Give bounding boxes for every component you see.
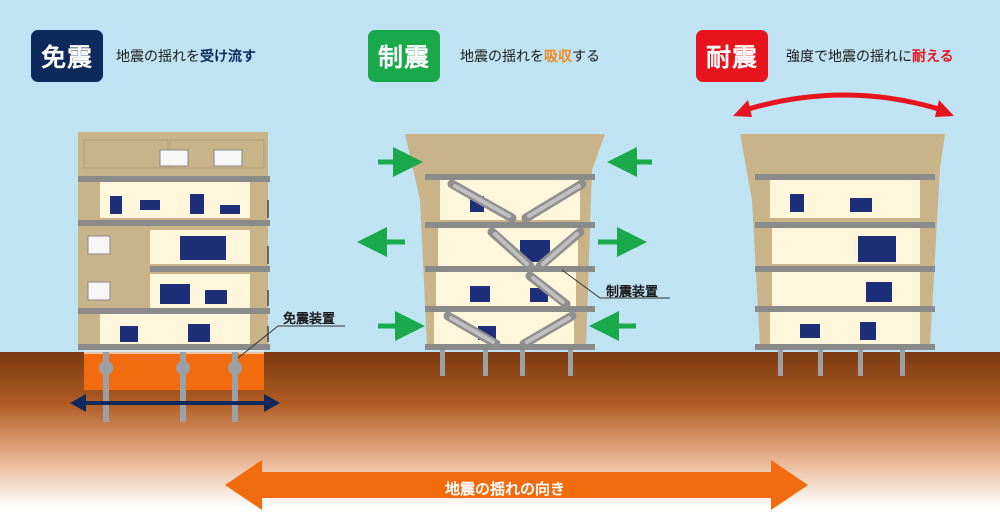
caption-taishin: 強度で地震の揺れに耐える (786, 46, 954, 66)
building-seishin (405, 134, 605, 376)
caption-taishin-pre: 強度で地震の揺れに (786, 49, 912, 65)
label-menshin-device: 免震装置 (283, 312, 336, 327)
sway-arrow-taishin (733, 92, 954, 117)
force-arrows-seishin (357, 147, 652, 341)
badge-seishin: 制震 (368, 30, 440, 82)
isolator-legs (99, 352, 242, 422)
earthquake-direction-arrow (225, 460, 808, 510)
callout-line-seishin (561, 269, 601, 299)
sway-arrow-menshin (70, 394, 280, 412)
badge-taishin: 耐震 (696, 30, 768, 82)
caption-seishin-post: する (572, 49, 600, 65)
caption-seishin-highlight: 吸収 (544, 49, 572, 65)
caption-menshin-pre: 地震の揺れを (116, 49, 200, 65)
label-seishin-device: 制震装置 (606, 285, 659, 300)
callout-line-menshin (237, 325, 279, 359)
building-menshin (78, 132, 270, 422)
badge-menshin: 免震 (31, 30, 103, 82)
caption-seishin: 地震の揺れを吸収する (460, 46, 600, 66)
building-taishin (740, 134, 945, 376)
caption-menshin: 地震の揺れを受け流す (116, 46, 256, 66)
earthquake-direction-label: 地震の揺れの向き (444, 480, 565, 498)
caption-menshin-highlight: 受け流す (200, 49, 256, 65)
caption-taishin-highlight: 耐える (912, 49, 954, 65)
caption-seishin-pre: 地震の揺れを (460, 49, 544, 65)
